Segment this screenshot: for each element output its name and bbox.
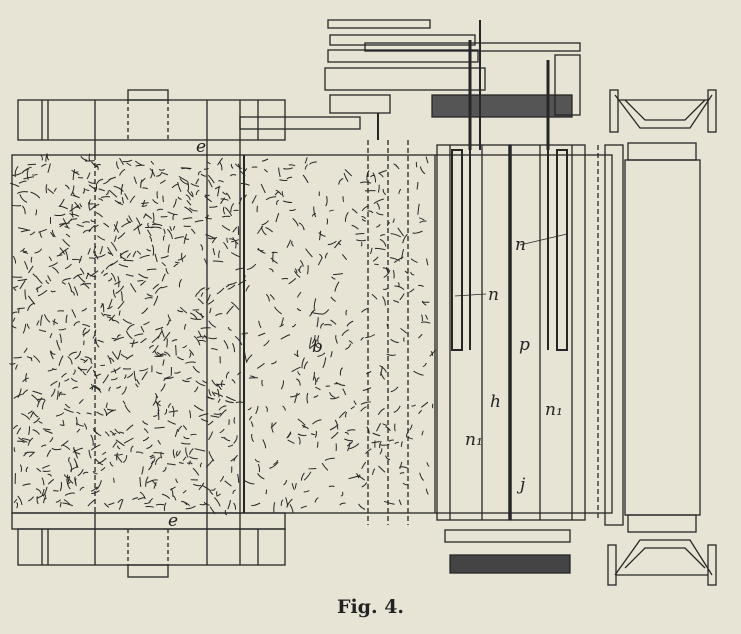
fibre-web xyxy=(9,140,613,525)
bracket-bottom xyxy=(607,539,717,586)
label-h: h xyxy=(490,392,501,412)
pulley-drive xyxy=(239,19,581,150)
label-n1-left: n₁ xyxy=(465,430,483,450)
label-n-left: n xyxy=(488,285,499,305)
fibre-texture xyxy=(9,153,437,516)
top-roll-block xyxy=(17,89,286,155)
label-b: b xyxy=(312,337,323,357)
figure-caption: Fig. 4. xyxy=(336,596,405,618)
label-p: p xyxy=(519,335,530,355)
bracket-top xyxy=(609,89,717,133)
label-e-bottom: e xyxy=(168,511,178,531)
bottom-roll-block xyxy=(11,512,286,578)
label-e-top: e xyxy=(196,137,206,157)
label-n1-right: n₁ xyxy=(545,400,563,420)
label-j: j xyxy=(516,475,526,495)
roller-assembly xyxy=(431,94,701,574)
